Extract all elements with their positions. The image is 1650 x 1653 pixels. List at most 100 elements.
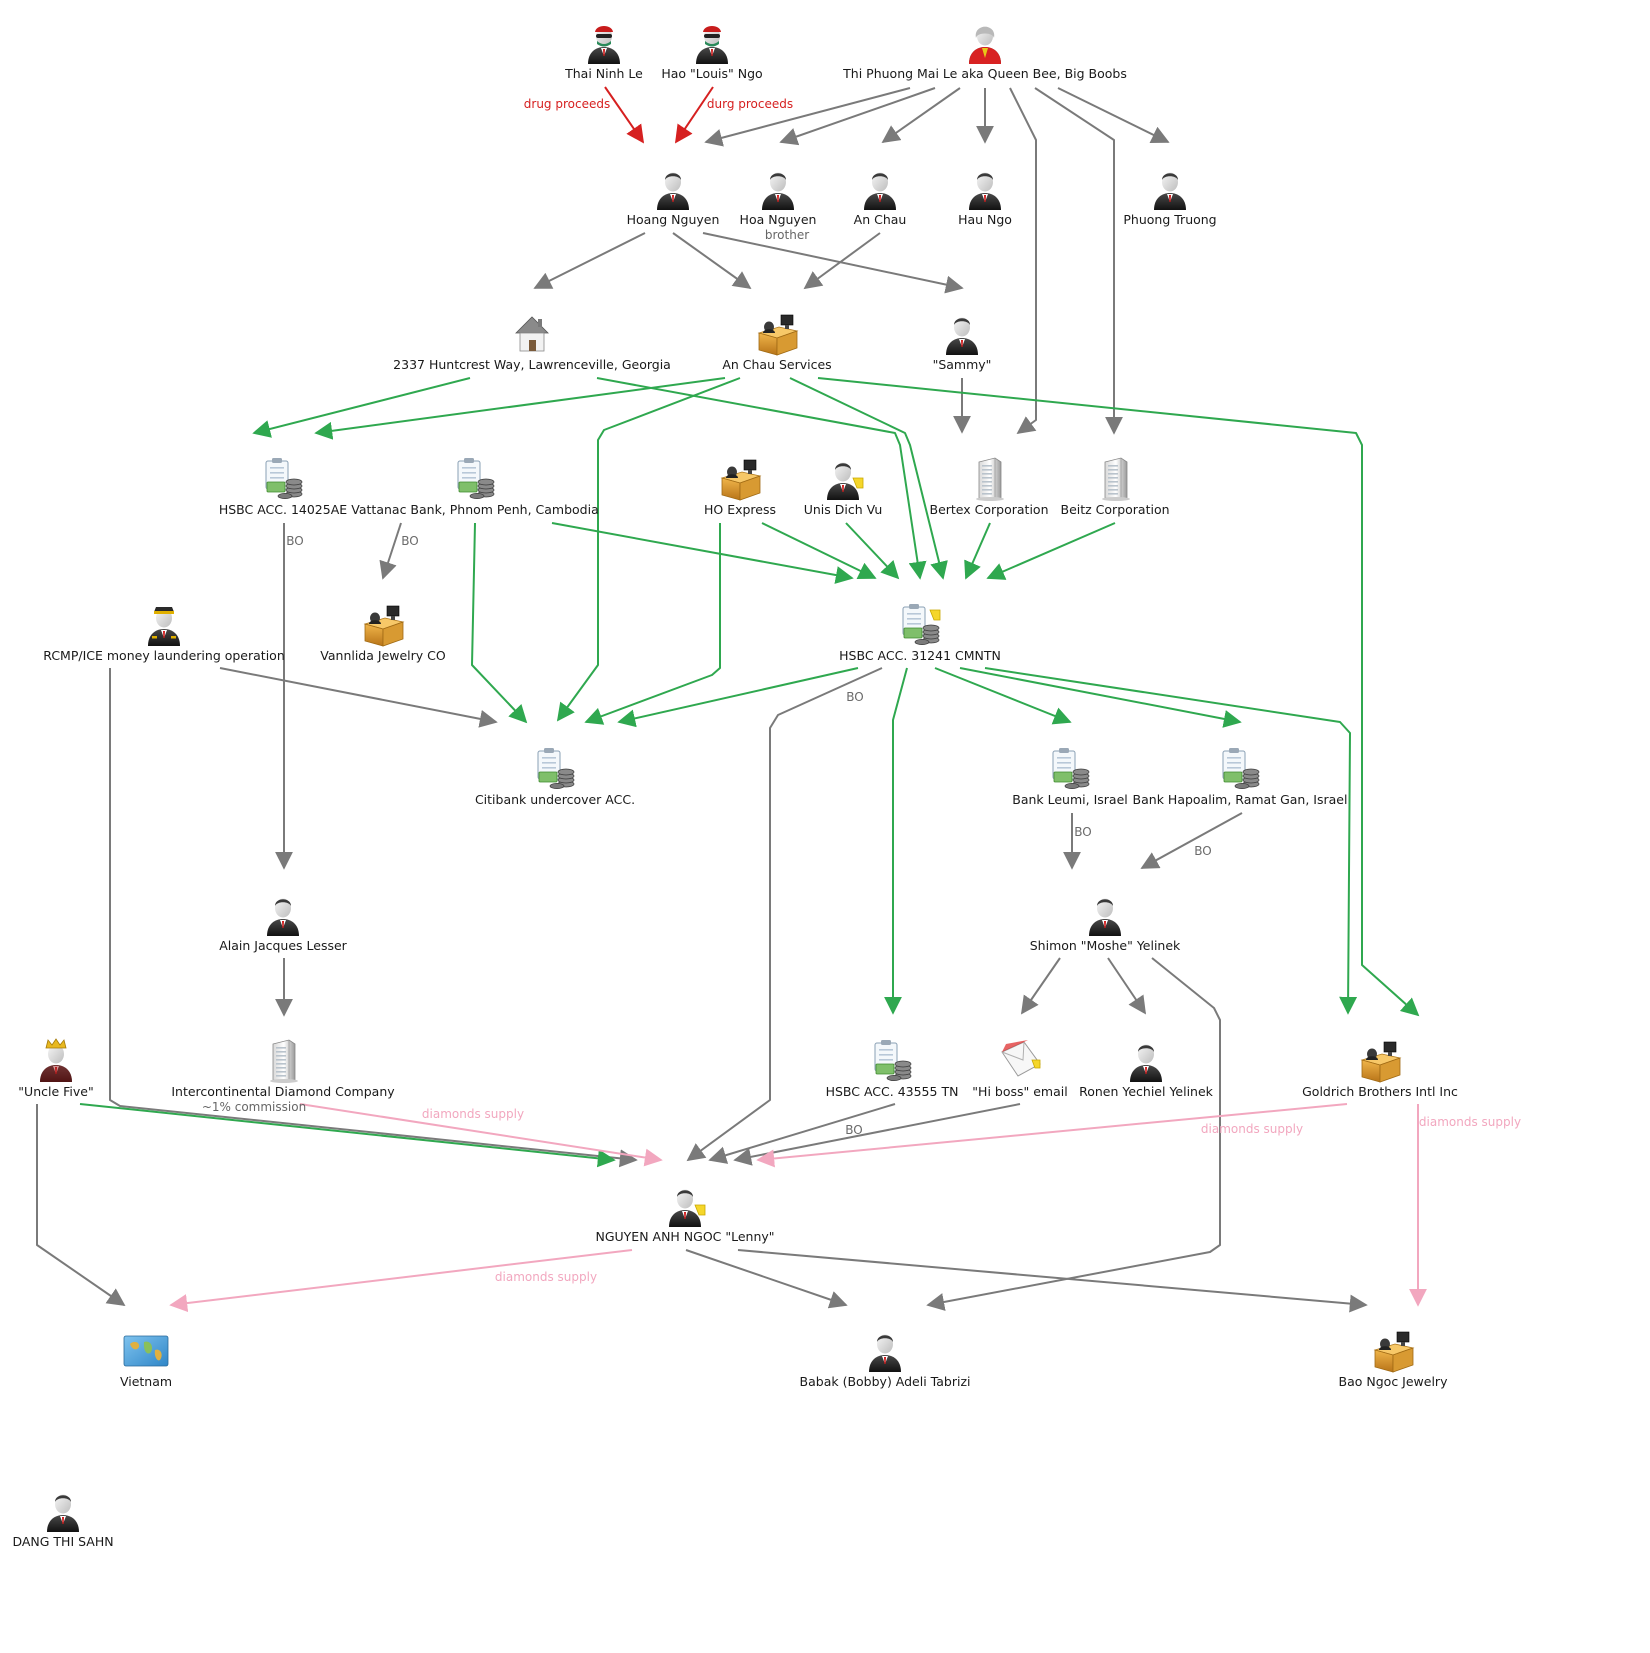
node-hoang[interactable]: Hoang Nguyen (627, 172, 720, 228)
node-dang[interactable]: DANG THI SAHN (12, 1494, 114, 1550)
edge-lenny-to-baongoc (737, 1249, 1368, 1313)
node-label: "Hi boss" email (972, 1084, 1067, 1099)
node-bertex[interactable]: Bertex Corporation (930, 457, 1049, 517)
node-acs[interactable]: An Chau Services (722, 314, 832, 372)
person-note-icon (827, 462, 864, 500)
edge-rcmp-to-citi (219, 667, 498, 728)
node-hoexp[interactable]: HO Express (704, 459, 776, 517)
node-label: Bank Hapoalim, Ramat Gan, Israel (1133, 792, 1348, 807)
masked-person-icon (588, 26, 620, 64)
node-label: An Chau Services (722, 357, 831, 372)
node-citi[interactable]: Citibank undercover ACC. (475, 748, 635, 807)
edge-acs-to-hsbc31 (789, 377, 948, 580)
edge-shimon-to-babak (926, 957, 1221, 1311)
edge-label-vattanac-to-vannlida: BO (401, 534, 418, 548)
node-email[interactable]: "Hi boss" email (972, 1040, 1068, 1099)
node-hao[interactable]: Hao "Louis" Ngo (661, 26, 763, 81)
node-label: "Sammy" (933, 357, 992, 372)
node-label: Citibank undercover ACC. (475, 792, 635, 807)
node-vietnam[interactable]: Vietnam (120, 1335, 172, 1389)
edge-house-to-hsbc31 (596, 377, 927, 580)
node-label: Vietnam (120, 1374, 172, 1389)
node-ronen[interactable]: Ronen Yechiel Yelinek (1079, 1044, 1214, 1100)
officer-icon (148, 607, 180, 646)
edge-label-thai-to-hoang: drug proceeds (524, 97, 610, 111)
node-uncle[interactable]: "Uncle Five" (18, 1038, 94, 1099)
node-anchau[interactable]: An Chau (854, 172, 907, 228)
edge-queen-to-phuong (1057, 87, 1170, 143)
node-label: HSBC ACC. 14025AE (219, 502, 347, 517)
desk-icon (757, 314, 799, 356)
node-sublabel: ~1% commission (202, 1100, 306, 1114)
node-hsbc43[interactable]: HSBC ACC. 43555 TN (826, 1040, 959, 1099)
node-unis[interactable]: Unis Dich Vu (804, 462, 883, 518)
edge-hsbc43-to-lenny (708, 1103, 896, 1164)
node-hsbc14[interactable]: HSBC ACC. 14025AE (219, 458, 347, 517)
node-label: Hoa Nguyen (740, 212, 817, 227)
node-babak[interactable]: Babak (Bobby) Adeli Tabrizi (800, 1334, 971, 1390)
node-queen[interactable]: Thi Phuong Mai Le aka Queen Bee, Big Boo… (842, 26, 1127, 82)
node-label: Babak (Bobby) Adeli Tabrizi (800, 1374, 971, 1389)
edge-queen-to-anchau (881, 87, 961, 144)
node-label: 2337 Huntcrest Way, Lawrenceville, Georg… (393, 357, 671, 372)
edge-label-idc-to-lenny: diamonds supply (422, 1107, 524, 1121)
node-label: RCMP/ICE money laundering operation (43, 648, 284, 663)
edge-hapoalim-to-shimon (1140, 812, 1243, 869)
edge-queen-to-bertex (1009, 87, 1037, 435)
edge-queen-to-hoang (704, 87, 911, 147)
node-hsbc31[interactable]: HSBC ACC. 31241 CMNTN (839, 604, 1001, 663)
node-vannlida[interactable]: Vannlida Jewelry CO (320, 605, 446, 663)
node-label: An Chau (854, 212, 907, 227)
node-label: Ronen Yechiel Yelinek (1079, 1084, 1214, 1099)
node-label: Phuong Truong (1123, 212, 1216, 227)
edge-vattanac-to-citi (471, 522, 528, 724)
edge-queen-to-beitz (1034, 87, 1123, 435)
node-rcmp[interactable]: RCMP/ICE money laundering operation (43, 607, 285, 663)
node-shimon[interactable]: Shimon "Moshe" Yelinek (1030, 898, 1181, 954)
node-house[interactable]: 2337 Huntcrest Way, Lawrenceville, Georg… (393, 316, 671, 372)
nodes-layer: Thai Ninh Le Hao "Louis" Ngo Thi Phuong Ma… (12, 26, 1458, 1549)
edge-label-lenny-to-vietnam: diamonds supply (495, 1270, 597, 1284)
node-leumi[interactable]: Bank Leumi, Israel (1012, 748, 1128, 807)
edge-label-hao-to-hoang: durg proceeds (707, 97, 793, 111)
node-vattanac[interactable]: Vattanac Bank, Phnom Penh, Cambodia (351, 458, 599, 517)
person-icon (762, 172, 794, 210)
desk-icon (720, 459, 762, 501)
node-idc[interactable]: Intercontinental Diamond Company~1% comm… (171, 1039, 395, 1114)
edge-rcmp-to-lenny (109, 668, 638, 1168)
edge-shimon-to-ronen (1107, 957, 1147, 1015)
edge-goldrich-to-lenny (756, 1103, 1348, 1168)
node-sammy[interactable]: "Sammy" (933, 317, 992, 373)
node-goldrich[interactable]: Goldrich Brothers Intl Inc (1302, 1041, 1458, 1099)
edge-bertex-to-hsbc31 (964, 522, 991, 580)
node-label: Bertex Corporation (930, 502, 1049, 517)
node-beitz[interactable]: Beitz Corporation (1060, 457, 1170, 517)
edge-hsbc31-to-goldrich (984, 667, 1358, 1015)
node-label: Hao "Louis" Ngo (661, 66, 762, 81)
desk-icon (1373, 1331, 1415, 1373)
building-icon (270, 1039, 298, 1083)
node-lenny[interactable]: NGUYEN ANH NGOC "Lenny" (595, 1189, 775, 1245)
edge-acs-to-hsbc14 (314, 377, 726, 440)
building-icon (1102, 457, 1130, 501)
king-icon (40, 1038, 72, 1082)
edge-anchau-to-acs (803, 232, 881, 290)
node-alain[interactable]: Alain Jacques Lesser (219, 898, 348, 954)
node-label: "Uncle Five" (18, 1084, 93, 1099)
node-hau[interactable]: Hau Ngo (958, 172, 1012, 228)
edge-idc-to-lenny (299, 1103, 663, 1167)
edge-email-to-lenny (733, 1103, 1021, 1166)
edge-hoexp-to-hsbc31 (761, 522, 877, 580)
masked-person-icon (696, 26, 728, 64)
node-label: Hoang Nguyen (627, 212, 720, 227)
edge-vattanac-to-hsbc31 (551, 522, 854, 584)
node-hapoalim[interactable]: Bank Hapoalim, Ramat Gan, Israel (1133, 748, 1348, 807)
edge-acs-to-citi (556, 377, 741, 722)
edge-lenny-to-vietnam (169, 1249, 633, 1313)
node-thai[interactable]: Thai Ninh Le (564, 26, 643, 81)
person-icon (1154, 172, 1186, 210)
node-phuong[interactable]: Phuong Truong (1123, 172, 1217, 228)
edge-hsbc31-to-lenny (686, 667, 883, 1162)
node-baongoc[interactable]: Bao Ngoc Jewelry (1339, 1331, 1449, 1389)
